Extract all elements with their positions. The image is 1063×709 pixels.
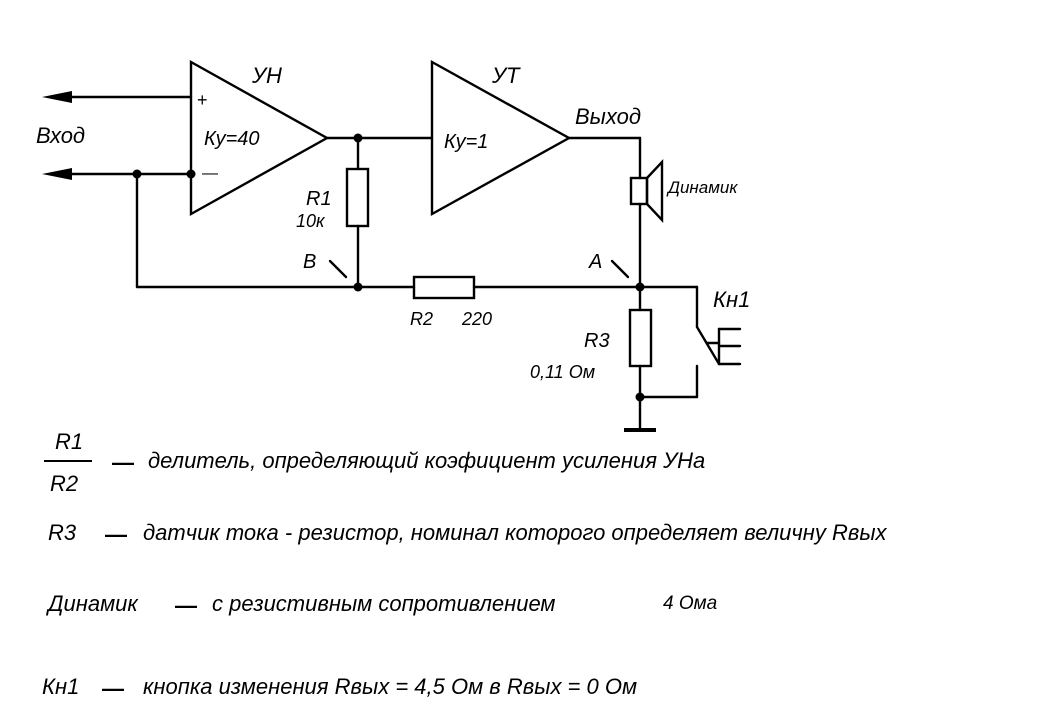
legend-fraction-num: R1 xyxy=(55,429,83,454)
input-arrow-bottom xyxy=(42,168,72,180)
legend-line3-value: 4 Ома xyxy=(663,593,717,614)
legend-fraction-den: R2 xyxy=(50,471,78,496)
r3-name: R3 xyxy=(584,330,610,352)
node-a-label: A xyxy=(588,251,602,273)
legend-line2-term: R3 xyxy=(48,520,77,545)
resistor-r2 xyxy=(412,275,476,300)
r2-name: R2 xyxy=(410,309,433,329)
legend-dash-3: — xyxy=(175,593,197,618)
junction-dot xyxy=(186,169,196,179)
junction-dot xyxy=(353,133,363,143)
legend-dash-1: — xyxy=(112,450,134,475)
junction-dot xyxy=(635,282,645,292)
input-wires xyxy=(42,91,193,180)
r2-value: 220 xyxy=(461,309,492,329)
junction-dot xyxy=(635,392,645,402)
resistor-r1 xyxy=(345,167,370,228)
amp-un-name: УН xyxy=(251,63,282,88)
r1-name: R1 xyxy=(306,188,332,210)
legend-line3-term: Динамик xyxy=(45,591,139,616)
legend-line1-text: делитель, определяющий коэфициент усилен… xyxy=(148,448,705,473)
speaker-label: Динамик xyxy=(666,178,738,197)
amp-un-minus: — xyxy=(202,165,218,182)
input-label: Вход xyxy=(36,123,85,148)
legend-line3-text: с резистивным сопротивлением xyxy=(212,591,556,616)
amp-ut-name: УТ xyxy=(491,63,521,88)
button-kn1 xyxy=(695,285,742,399)
input-arrow-top xyxy=(42,91,72,103)
output-label: Выход xyxy=(575,104,641,129)
legend-line4-text: кнопка изменения Rвых = 4,5 Ом в Rвых = … xyxy=(143,674,637,699)
amp-un-gain: Ку=40 xyxy=(204,128,260,150)
legend-line2-text: датчик тока - резистор, номинал которого… xyxy=(143,520,888,545)
r1-value: 10к xyxy=(296,211,326,231)
r3-value: 0,11 Ом xyxy=(530,362,595,382)
speaker-icon xyxy=(629,158,664,224)
amplifier-un xyxy=(189,59,330,217)
legend-dash-2: — xyxy=(105,522,127,547)
legend-line4-term: Кн1 xyxy=(42,674,79,699)
legend-dash-4: — xyxy=(102,676,124,701)
amp-ut-gain: Ку=1 xyxy=(444,131,488,153)
node-b-label: B xyxy=(303,251,316,273)
junction-dot xyxy=(353,282,363,292)
junction-dot xyxy=(132,169,142,179)
resistor-r3 xyxy=(628,308,653,368)
button-label: Кн1 xyxy=(713,287,750,312)
amp-un-plus: + xyxy=(197,90,208,110)
